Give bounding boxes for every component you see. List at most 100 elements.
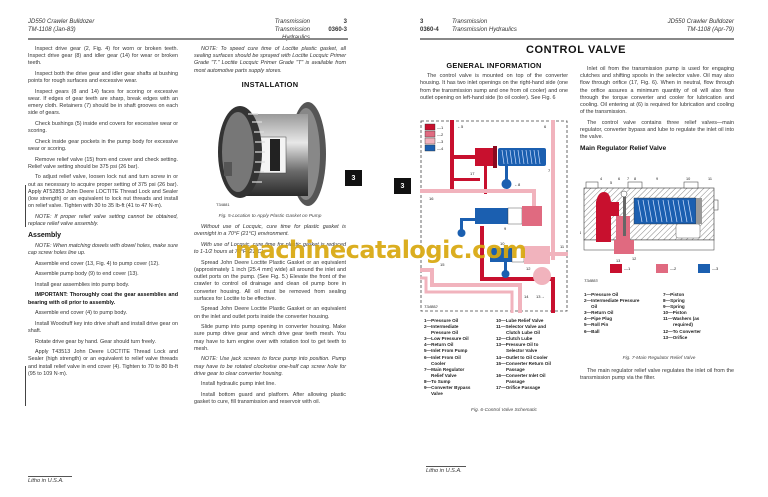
- left-header-pageno: 3 0360-3: [322, 18, 347, 34]
- paragraph: Inspect drive gear (2, Fig. 4) for worn …: [28, 46, 178, 67]
- paragraph: Spread John Deere Loctite Plastic Gasket…: [194, 259, 346, 302]
- paragraph: The control valve contains three relief …: [580, 119, 734, 141]
- svg-text:6: 6: [544, 124, 547, 129]
- paragraph: The control valve is mounted on top of t…: [420, 73, 568, 101]
- paragraph: Install gear assemblies into pump body.: [35, 281, 130, 288]
- svg-text:17: 17: [470, 171, 475, 176]
- revision-bar: [25, 366, 26, 406]
- svg-text:4: 4: [580, 231, 581, 235]
- svg-text:T34883: T34883: [584, 278, 598, 283]
- header-page-no: 0360-3: [328, 27, 347, 33]
- header-model: JD550 Crawler Bulldozer: [28, 19, 95, 25]
- svg-text:13→: 13→: [536, 294, 544, 299]
- paragraph: Rotate drive gear by hand. Gear should t…: [35, 338, 156, 345]
- header-page-no: 0360-4: [420, 27, 439, 33]
- left-page-col2: NOTE: To speed cure time of Loctite plas…: [194, 46, 346, 410]
- paragraph: Install Woodruff key into drive shaft an…: [28, 320, 178, 334]
- header-model: JD550 Crawler Bulldozer: [667, 19, 734, 25]
- paragraph: Inspect both the drive gear and idler ge…: [28, 71, 178, 85]
- revision-bar: [25, 185, 26, 227]
- paragraph: Assemble pump body (9) to end cover (13)…: [35, 271, 139, 278]
- svg-text:—2: —2: [670, 266, 677, 271]
- svg-text:11: 11: [560, 244, 565, 249]
- paragraph: Inlet oil from the transmission pump is …: [580, 66, 734, 116]
- note: NOTE: If proper relief valve setting can…: [28, 213, 178, 227]
- right-page-col2: Inlet oil from the transmission pump is …: [580, 66, 734, 156]
- paragraph: Assemble end cover (4) to pump body.: [35, 310, 128, 317]
- paragraph: Inspect gears (8 and 14) faces for scori…: [28, 88, 178, 117]
- right-page-col1: GENERAL INFORMATION The control valve is…: [420, 62, 568, 105]
- left-page-col1: Inspect drive gear (2, Fig. 4) for worn …: [28, 46, 178, 381]
- left-header-left: JD550 Crawler Bulldozer TM-1108 (Jan-83): [28, 18, 94, 34]
- note: With use of Locquic, cure time for plast…: [194, 242, 346, 256]
- svg-text:7: 7: [548, 168, 551, 173]
- paragraph: Remove relief valve (15) from end cover …: [28, 156, 178, 170]
- right-header-right: JD550 Crawler Bulldozer TM-1108 (Apr-79): [634, 18, 734, 34]
- header-manual: TM-1108 (Apr-79): [686, 27, 734, 33]
- svg-text:8: 8: [634, 177, 636, 181]
- header-section: Transmission: [274, 19, 310, 25]
- svg-text:9: 9: [656, 177, 658, 181]
- header-section: Transmission: [452, 19, 488, 25]
- header-section-no: 3: [343, 19, 347, 25]
- svg-text:10: 10: [500, 241, 505, 246]
- left-page: JD550 Crawler Bulldozer TM-1108 (Jan-83)…: [25, 18, 362, 484]
- svg-text:7: 7: [627, 177, 629, 181]
- fig7-legend-left: 1—Pressure Oil 2—Intermediate Pressure O…: [584, 292, 640, 334]
- schematic-swatches: —1 —2 —3 —4: [424, 123, 444, 152]
- page-title: CONTROL VALVE: [525, 44, 627, 56]
- paragraph: Apply T43513 John Deere LOCTITE Thread L…: [28, 349, 178, 377]
- right-header-section: Transmission Transmission Hydraulics: [452, 18, 517, 34]
- svg-text:9: 9: [504, 226, 507, 231]
- figure-5-caption: Fig. 5-Location to Apply Plastic Gasket …: [218, 214, 322, 220]
- footer-litho: Litho in U.S.A.: [426, 466, 466, 474]
- svg-text:4: 4: [600, 177, 602, 181]
- fig6-legend-right: 10—Lube Relief Valve 11—Selector Valve a…: [496, 318, 551, 391]
- svg-text:14: 14: [524, 294, 529, 299]
- svg-text:11: 11: [708, 177, 712, 181]
- header-rule: [420, 38, 734, 40]
- svg-text:10: 10: [686, 177, 690, 181]
- pump-photo: T34881: [210, 92, 330, 212]
- paragraph: Spread John Deere Loctite Plastic Gasket…: [194, 306, 346, 320]
- right-header-pageno: 3 0360-4: [420, 18, 445, 34]
- general-information-heading: GENERAL INFORMATION: [446, 61, 542, 70]
- svg-text:T34881: T34881: [216, 202, 230, 207]
- svg-text:5: 5: [610, 181, 612, 185]
- svg-text:—3: —3: [712, 266, 719, 271]
- main-regulator-heading: Main Regulator Relief Valve: [580, 144, 667, 152]
- svg-text:—3: —3: [437, 139, 444, 144]
- paragraph: The main regulator relief valve regulate…: [580, 368, 734, 382]
- paragraph: Assemble end cover (13, Fig. 4) to pump …: [35, 260, 160, 267]
- section-tab: 3: [345, 170, 362, 186]
- figure-6-caption: Fig. 6-Control Valve Schematic: [471, 408, 537, 413]
- note: Without use of Locquic, cure time for pl…: [194, 224, 346, 238]
- svg-text:—1: —1: [437, 125, 444, 130]
- svg-text:16: 16: [429, 196, 434, 201]
- paragraph: Install hydraulic pump inlet line.: [201, 381, 276, 388]
- svg-text:←5: ←5: [457, 124, 464, 129]
- right-page-closing: The main regulator relief valve regulate…: [580, 368, 734, 386]
- installation-heading: INSTALLATION: [241, 79, 299, 89]
- control-valve-schematic: —1 —2 —3 —4: [420, 120, 568, 313]
- svg-text:12: 12: [632, 257, 636, 261]
- svg-text:—1: —1: [624, 266, 631, 271]
- note: NOTE: When matching dowels with dowel ho…: [28, 242, 178, 256]
- fig6-legend-left: 1—Pressure Oil 2—Intermediate Pressure O…: [424, 318, 471, 397]
- svg-text:—4: —4: [437, 146, 444, 151]
- paragraph-relief-adjust: To adjust relief valve, loosen lock nut …: [28, 174, 178, 210]
- svg-text:15: 15: [440, 262, 445, 267]
- svg-text:12: 12: [526, 266, 531, 271]
- right-page: 3 0360-4 Transmission Transmission Hydra…: [384, 0, 768, 497]
- header-subsection: Transmission Hydraulics: [274, 27, 310, 41]
- svg-text:—2: —2: [437, 132, 444, 137]
- note: NOTE: To speed cure time of Loctite plas…: [194, 46, 346, 74]
- header-subsection: Transmission Hydraulics: [452, 27, 517, 33]
- paragraph: Check bushings (5) inside end covers for…: [28, 121, 178, 135]
- assembly-heading: Assembly: [28, 231, 62, 239]
- paragraph: Check inside gear pockets in the pump bo…: [28, 138, 178, 152]
- section-tab: 3: [394, 178, 411, 194]
- schematic-callouts: ←5 6 7 ←8 9 10 11 12 13→ 14 15 16 17 T34…: [424, 124, 565, 309]
